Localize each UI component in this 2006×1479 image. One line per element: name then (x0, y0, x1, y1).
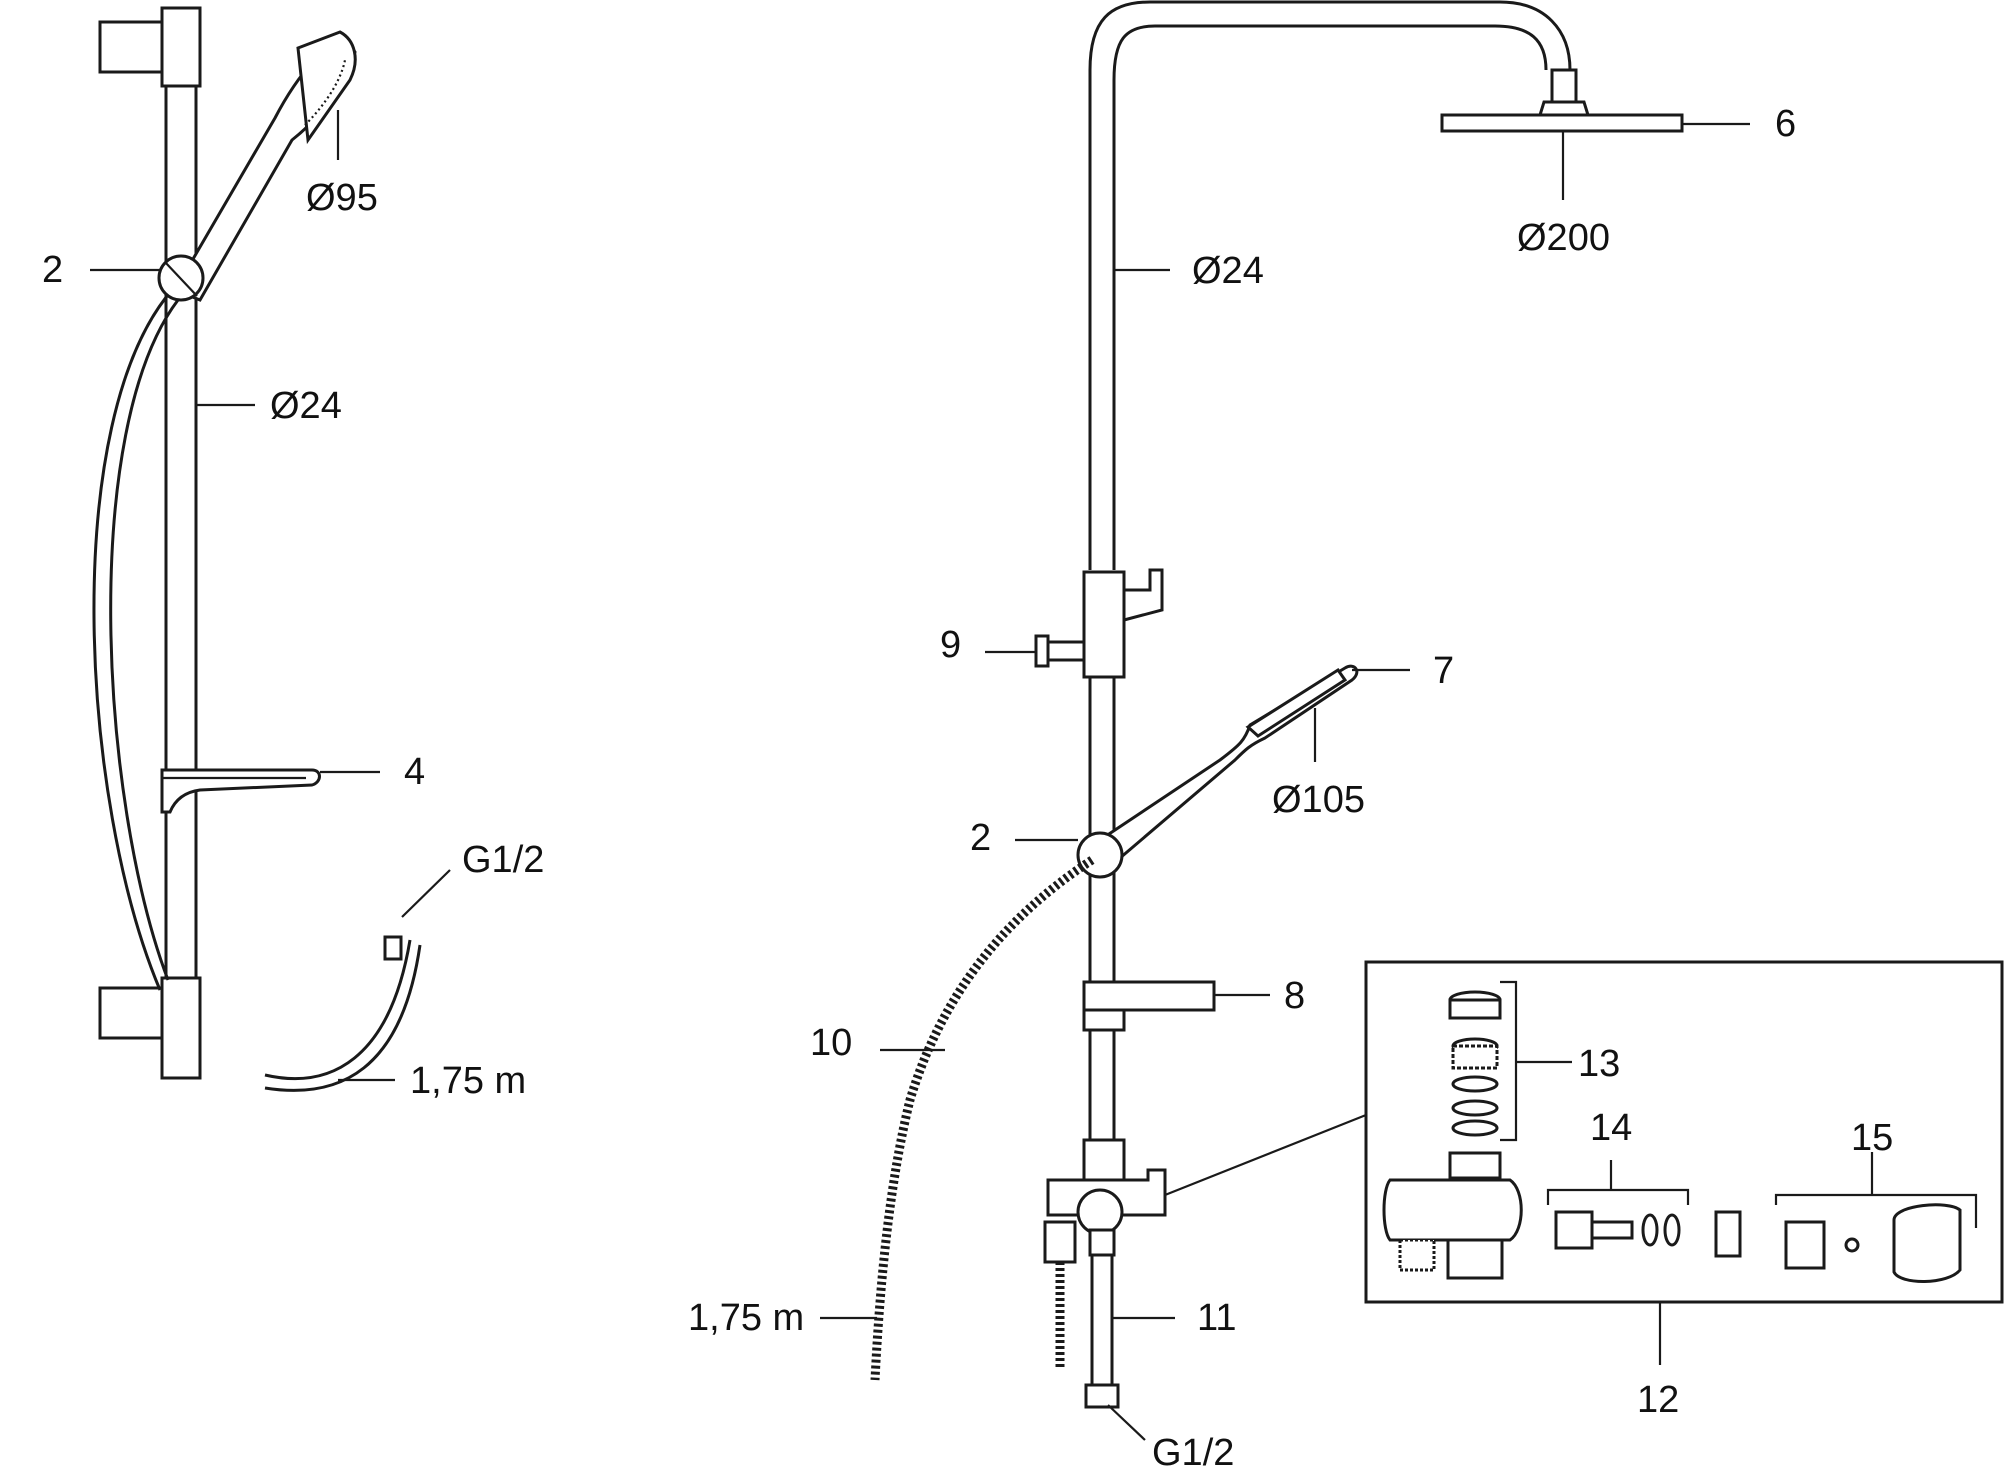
label-9: 9 (940, 624, 961, 666)
right-shower-column: 6 Ø200 Ø24 9 7 Ø105 2 8 10 1,75 m 11 G1/… (688, 0, 1796, 1474)
left-label-2: 2 (42, 249, 63, 291)
overhead-shower-head-6 (1440, 68, 1684, 133)
slider-2 (1076, 831, 1124, 879)
left-leader-g12 (401, 869, 451, 918)
left-label-4: 4 (404, 751, 425, 793)
spare-parts-frame (1364, 960, 2004, 1304)
valve-body (1382, 1151, 1523, 1280)
left-rail-bar (164, 10, 198, 1079)
label-6: 6 (1775, 103, 1796, 145)
spare-parts-box-12: 12 13 14 (1364, 960, 2004, 1421)
left-hand-shower (172, 30, 357, 302)
label-dia105: Ø105 (1272, 779, 1365, 821)
label-10: 10 (810, 1022, 852, 1064)
left-bottom-wall-bracket (98, 976, 202, 1080)
spiral-hose-10 (870, 856, 1095, 1381)
left-label-dia95: Ø95 (306, 177, 378, 219)
parts-stack-13 (1448, 980, 1572, 1142)
label-175m: 1,75 m (688, 1297, 804, 1339)
left-hose-outer (92, 289, 174, 991)
soap-dish-8 (1082, 980, 1216, 1032)
cartridge-14 (1546, 1160, 1690, 1250)
riser-inner (1112, 24, 1548, 570)
lock-nut (1714, 1210, 1742, 1258)
inlet-pipe-11 (1090, 1253, 1114, 1387)
label-7: 7 (1433, 650, 1454, 692)
hand-shower-7 (1097, 664, 1359, 860)
label-11: 11 (1197, 1297, 1236, 1339)
handle-15 (1774, 1152, 1978, 1283)
left-soap-dish-4 (160, 768, 321, 814)
inlet-nut (1084, 1383, 1120, 1409)
label-dia24: Ø24 (1192, 250, 1264, 292)
label-12: 12 (1637, 1379, 1679, 1421)
lower-riser-pipe (1088, 675, 1116, 1149)
left-slide-rail-set: 2 Ø95 Ø24 4 G1/2 1,75 m (42, 6, 544, 1102)
left-loose-hose (264, 935, 422, 1092)
label-14: 14 (1590, 1107, 1632, 1149)
riser-outer (1088, 0, 1572, 570)
upper-coupler-9 (1034, 568, 1164, 679)
label-15: 15 (1851, 1117, 1893, 1159)
label-2: 2 (970, 817, 991, 859)
leader-g12 (1107, 1404, 1146, 1441)
leader-12-link (1164, 1113, 1367, 1197)
left-label-dia24: Ø24 (270, 385, 342, 427)
left-hose-inner (109, 299, 180, 981)
left-top-wall-bracket (98, 6, 202, 88)
label-g12: G1/2 (1152, 1432, 1234, 1474)
left-label-175m: 1,75 m (410, 1060, 526, 1102)
label-13: 13 (1578, 1043, 1620, 1085)
label-8: 8 (1284, 975, 1305, 1017)
diverter-body (1043, 1138, 1167, 1370)
label-dia200: Ø200 (1517, 217, 1610, 259)
left-label-g12: G1/2 (462, 839, 544, 881)
